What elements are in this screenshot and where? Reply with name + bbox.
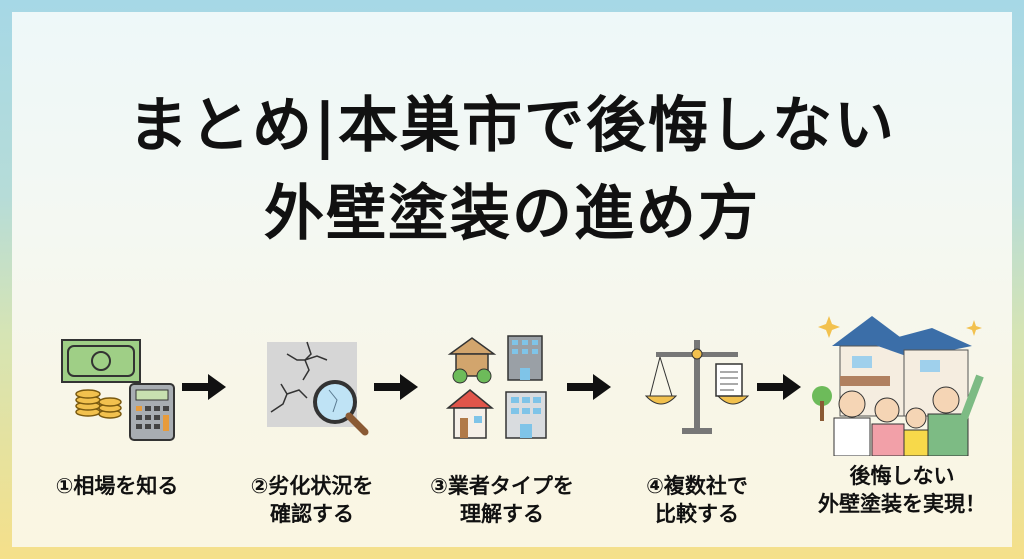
arrow-right-icon: [567, 374, 611, 400]
arrow-right-icon: [374, 374, 418, 400]
step-3: ③業者タイプを 理解する: [417, 312, 587, 528]
step-2: ②劣化状況を 確認する: [227, 312, 397, 528]
arrow-right-icon: [182, 374, 226, 400]
step-5-label: 後悔しない 外壁塗装を実現！: [818, 464, 986, 516]
step-1-label: ①相場を知る: [55, 474, 179, 498]
step-4: ④複数社で 比較する: [612, 312, 782, 528]
step-5: 後悔しない 外壁塗装を実現！: [807, 300, 997, 518]
step-4-label: ④複数社で 比較する: [646, 474, 748, 526]
step-3-label: ③業者タイプを 理解する: [430, 474, 574, 526]
arrow-right-icon: [757, 374, 801, 400]
step-1: ①相場を知る: [32, 312, 202, 500]
step-2-label: ②劣化状況を 確認する: [250, 474, 374, 526]
buildings-icon: [417, 312, 587, 462]
money-calculator-icon: [32, 312, 202, 462]
scale-document-icon: [612, 312, 782, 462]
cracked-wall-magnifier-icon: [227, 312, 397, 462]
happy-family-house-icon: [807, 300, 997, 462]
title-line-2: 外壁塗装の進め方: [264, 179, 760, 249]
content-panel: まとめ|本巣市で後悔しない 外壁塗装の進め方: [12, 12, 1012, 547]
title-line-1: まとめ|本巣市で後悔しない: [128, 91, 896, 161]
